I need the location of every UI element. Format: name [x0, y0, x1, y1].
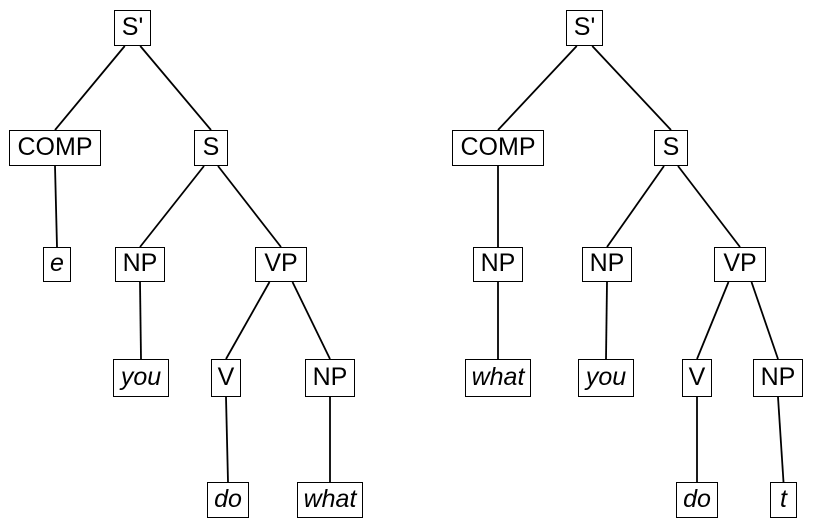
category-node-vp-left-tree: VP	[255, 247, 307, 282]
category-node-s-left-tree: S'	[114, 10, 151, 46]
category-node-s-right-tree: S'	[566, 10, 603, 46]
node-label: what	[303, 484, 357, 513]
node-label: COMP	[460, 132, 536, 161]
tree-edge	[139, 165, 205, 248]
node-label: t	[780, 484, 787, 513]
node-label: S	[662, 132, 680, 161]
tree-edge	[291, 281, 331, 360]
node-label: COMP	[17, 132, 93, 161]
category-node-np-right-tree: NP	[473, 247, 523, 282]
category-node-np-right-tree: NP	[582, 247, 632, 282]
tree-edge	[54, 45, 126, 131]
category-node-v-right-tree: V	[682, 359, 712, 397]
node-label: NP	[312, 362, 348, 391]
node-label: NP	[760, 362, 796, 391]
terminal-node-what-left-tree: what	[297, 482, 363, 518]
node-label: V	[688, 362, 706, 391]
node-label: what	[471, 362, 525, 391]
tree-edge	[225, 396, 229, 483]
terminal-node-you-right-tree: you	[578, 359, 634, 397]
terminal-node-do-right-tree: do	[676, 482, 718, 518]
node-label: NP	[589, 249, 625, 277]
node-label: V	[217, 362, 235, 391]
terminal-node-you-left-tree: you	[113, 359, 169, 397]
node-label: do	[683, 484, 711, 513]
terminal-node-t-right-tree: t	[770, 482, 797, 518]
category-node-np-left-tree: NP	[115, 247, 165, 282]
category-node-np-right-tree: NP	[753, 359, 803, 397]
tree-edge	[677, 165, 741, 248]
node-label: do	[214, 484, 242, 513]
node-label: you	[585, 362, 627, 391]
node-label: NP	[480, 249, 516, 277]
terminal-node-e-left-tree: e	[43, 247, 71, 282]
category-node-s-left-tree: S	[194, 130, 228, 166]
tree-edge	[777, 396, 785, 483]
tree-edge	[225, 281, 271, 360]
node-label: S'	[573, 12, 596, 41]
tree-edge	[606, 165, 665, 248]
category-node-s-right-tree: S	[654, 130, 688, 166]
tree-edge	[605, 281, 608, 360]
category-node-vp-right-tree: VP	[714, 247, 766, 282]
node-label: VP	[723, 249, 757, 277]
node-label: NP	[122, 249, 158, 277]
tree-edge	[750, 281, 779, 360]
category-node-np-left-tree: NP	[305, 359, 355, 397]
node-label: S	[202, 132, 220, 161]
category-node-comp-right-tree: COMP	[452, 130, 544, 166]
node-label: you	[120, 362, 162, 391]
category-node-comp-left-tree: COMP	[9, 130, 101, 166]
tree-edge	[217, 165, 282, 248]
tree-edge	[591, 45, 672, 131]
terminal-node-do-left-tree: do	[207, 482, 249, 518]
node-label: VP	[264, 249, 298, 277]
terminal-node-what-right-tree: what	[465, 359, 531, 397]
tree-edge	[696, 281, 730, 360]
tree-edge	[139, 45, 212, 131]
node-label: S'	[121, 12, 144, 41]
tree-edge	[139, 281, 142, 360]
node-label: e	[50, 249, 64, 277]
tree-edge	[54, 165, 58, 248]
tree-edge	[497, 45, 578, 131]
category-node-v-left-tree: V	[211, 359, 241, 397]
